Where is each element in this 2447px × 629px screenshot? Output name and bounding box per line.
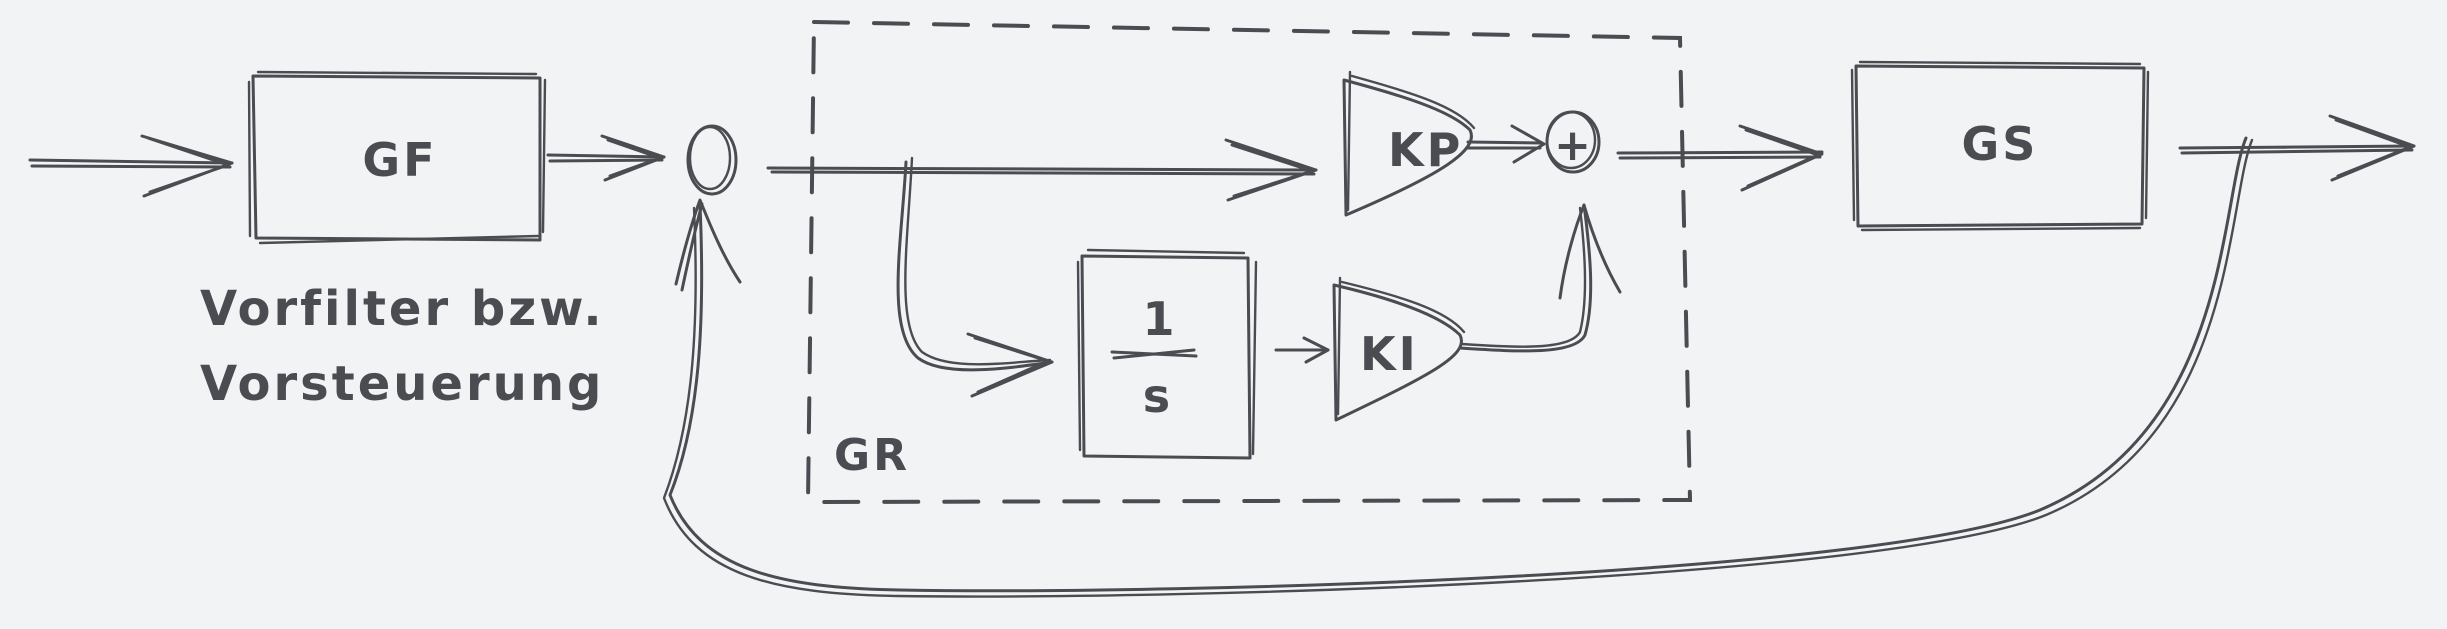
- prefilter-block: GF: [247, 70, 547, 245]
- kp-label: KP: [1388, 123, 1463, 177]
- sum-junction-1: [686, 124, 738, 196]
- plant-block: GS: [1850, 60, 2150, 232]
- feedback-path: [662, 136, 2254, 598]
- forward-path: [766, 138, 1318, 202]
- integrator-denominator: s: [1143, 369, 1173, 423]
- controller-boundary: [805, 19, 1693, 505]
- sum-junction-2-sign: +: [1554, 120, 1594, 171]
- plant-label: GS: [1962, 117, 2039, 171]
- ki-label: KI: [1360, 327, 1419, 381]
- controller-label: GR: [834, 430, 910, 481]
- prefilter-label: GF: [362, 133, 437, 187]
- arrow-kp-to-sum2: [1466, 124, 1546, 164]
- integrator-block: 1 s: [1076, 248, 1258, 460]
- arrow-integrator-to-ki: [1274, 336, 1330, 364]
- kp-gain: KP: [1342, 70, 1476, 217]
- integrator-numerator: 1: [1142, 292, 1177, 346]
- output-arrow: [2178, 114, 2416, 182]
- branch-to-integrator: [896, 156, 1054, 398]
- ki-gain: KI: [1332, 276, 1466, 422]
- arrow-gf-to-sum: [546, 134, 666, 182]
- sum-junction-2: +: [1545, 110, 1601, 174]
- input-arrow: [28, 134, 234, 198]
- arrow-controller-to-plant: [1616, 124, 1824, 192]
- prefilter-caption-line1: Vorfilter bzw.: [200, 281, 605, 337]
- arrow-ki-to-sum2: [1458, 203, 1622, 353]
- prefilter-caption-line2: Vorsteuerung: [200, 356, 604, 412]
